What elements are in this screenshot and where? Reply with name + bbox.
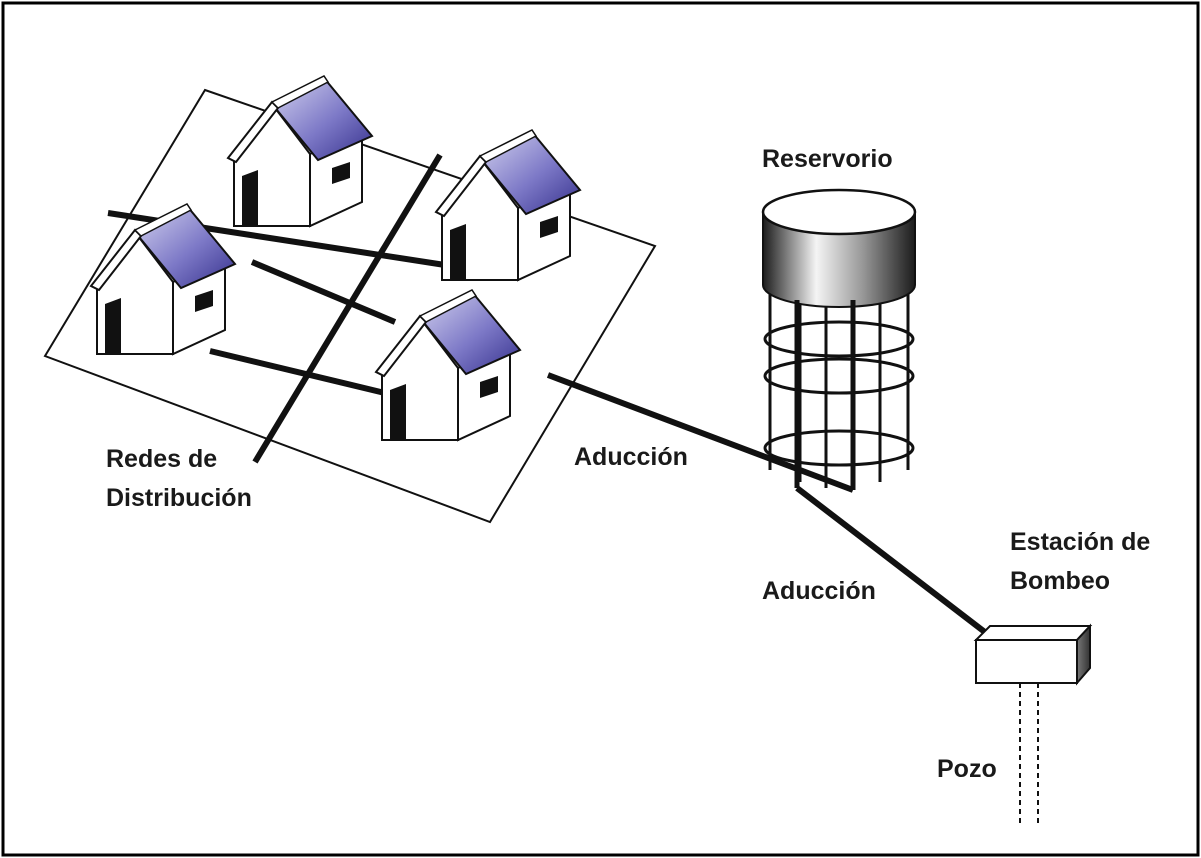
reservoir-label: Reservorio bbox=[762, 145, 893, 173]
reservoir-tank bbox=[761, 188, 917, 490]
house-back-right bbox=[435, 129, 581, 281]
pump-station-label-line2: Bombeo bbox=[1010, 567, 1110, 595]
adduction-pipe-lower bbox=[795, 485, 992, 639]
distribution-label-line2: Distribución bbox=[106, 484, 252, 512]
pump-station-label-line1: Estación de bbox=[1010, 528, 1151, 556]
well-label: Pozo bbox=[937, 755, 997, 783]
well bbox=[1019, 683, 1039, 825]
adduction-lower-label: Aducción bbox=[762, 577, 876, 605]
pump-station bbox=[973, 623, 1093, 686]
adduction-upper-label: Aducción bbox=[574, 443, 688, 471]
distribution-label-line1: Redes de bbox=[106, 445, 218, 473]
house-back-left bbox=[227, 75, 373, 227]
adduction-pipe-upper bbox=[546, 372, 855, 493]
